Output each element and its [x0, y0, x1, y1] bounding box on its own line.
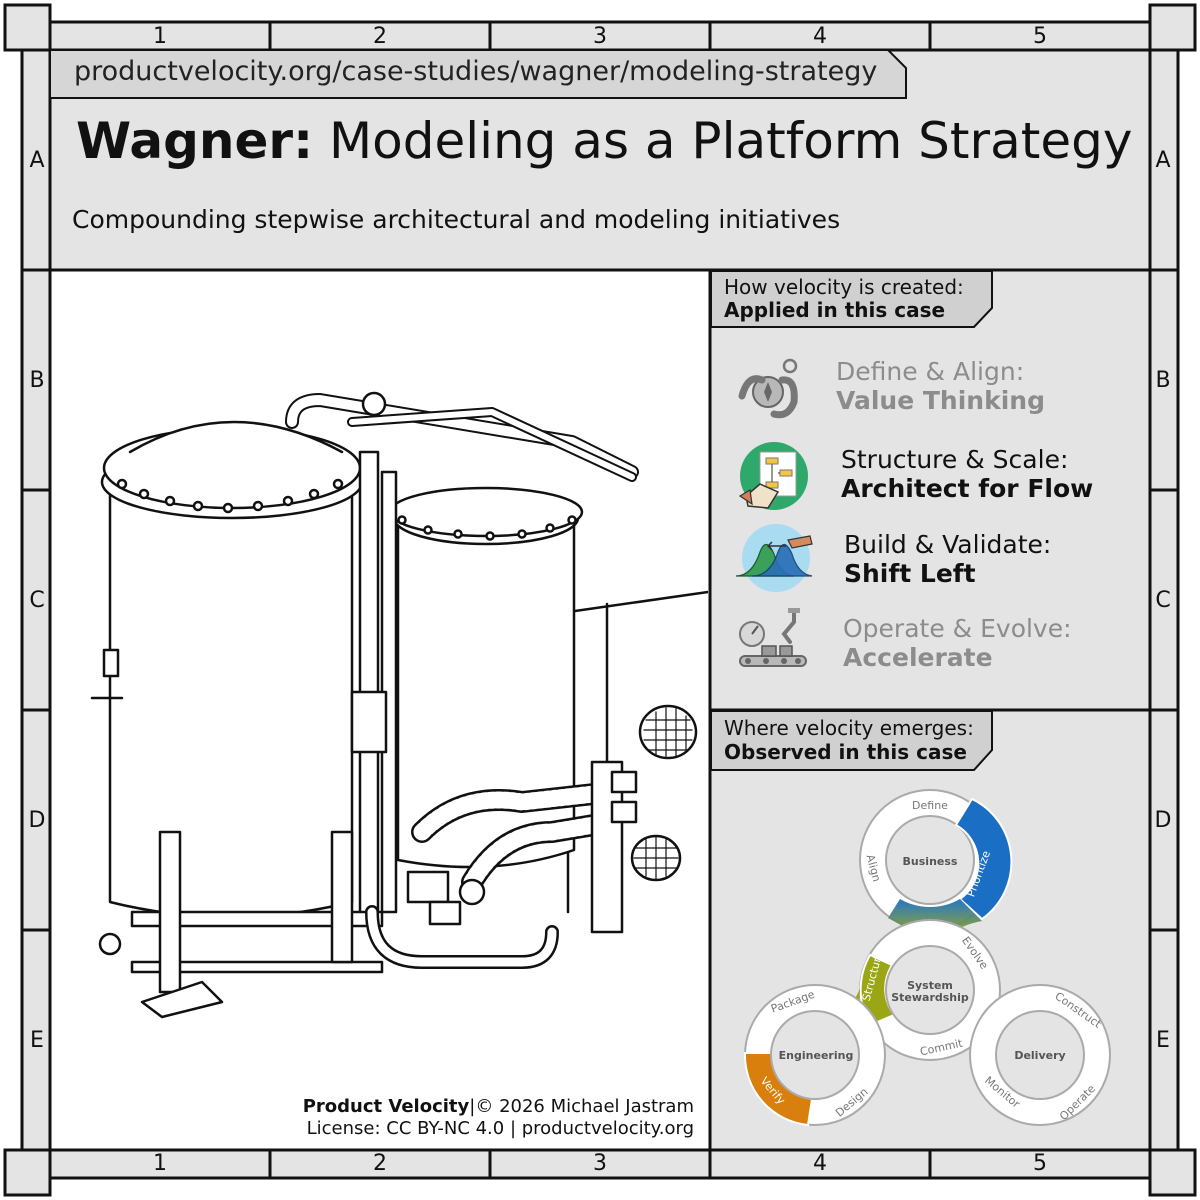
column-label-2-bottom: 2: [373, 1151, 387, 1176]
conveyor-robot-icon: [739, 608, 807, 667]
copyright: © 2026 Michael Jastram: [475, 1096, 694, 1117]
step-structure-scale-name: Architect for Flow: [841, 474, 1094, 503]
url-tab: productvelocity.org/case-studies/wagner/…: [50, 50, 907, 99]
column-label-1-bottom: 1: [153, 1151, 167, 1176]
shift-left-curve-icon: [735, 524, 813, 592]
applied-tab-line2: Applied in this case: [724, 298, 946, 322]
step-operate-evolve: Operate & Evolve: Accelerate: [843, 614, 1072, 672]
column-label-2: 2: [373, 24, 387, 49]
engineering-loop: [743, 984, 886, 1127]
row-label-a: A: [29, 148, 45, 173]
row-label-a-right: A: [1155, 148, 1171, 173]
step-define-align: Define & Align: Value Thinking: [836, 357, 1045, 415]
title-bold: Wagner:: [76, 112, 314, 170]
step-build-validate-name: Shift Left: [844, 559, 976, 588]
row-label-b-right: B: [1155, 368, 1171, 393]
row-label-c-right: C: [1155, 588, 1171, 613]
row-label-d-right: D: [1154, 808, 1172, 833]
step-structure-scale-label: Structure & Scale:: [841, 445, 1069, 474]
architecture-blueprint-icon: [738, 442, 808, 510]
segment-define: Define: [912, 799, 948, 812]
page-title: Wagner: Modeling as a Platform Strategy: [76, 112, 1132, 170]
observed-tab: Where velocity emerges: Observed in this…: [710, 710, 1000, 772]
tank-illustration: [90, 391, 708, 1019]
page-subtitle: Compounding stepwise architectural and m…: [72, 205, 841, 234]
applied-tab-line1: How velocity is created:: [724, 275, 964, 299]
system-loop-title-2: Stewardship: [891, 991, 969, 1004]
step-operate-evolve-label: Operate & Evolve:: [843, 614, 1072, 643]
column-label-3-bottom: 3: [593, 1151, 607, 1176]
velocity-loops-diagram: Business System Stewardship Engineering …: [743, 789, 1111, 1127]
row-label-b: B: [29, 368, 45, 393]
observed-tab-line1: Where velocity emerges:: [724, 716, 974, 740]
business-loop: [859, 789, 1013, 937]
applied-tab: How velocity is created: Applied in this…: [710, 270, 1000, 330]
column-label-1: 1: [153, 24, 167, 49]
business-loop-title: Business: [903, 855, 958, 868]
credit-separator: |: [469, 1096, 476, 1117]
credit-block: Product Velocity|© 2026 Michael Jastram …: [303, 1096, 694, 1140]
observed-tab-line2: Observed in this case: [724, 740, 967, 764]
engineering-loop-title: Engineering: [779, 1049, 854, 1062]
page-url[interactable]: productvelocity.org/case-studies/wagner/…: [74, 56, 878, 87]
row-label-d: D: [28, 808, 46, 833]
row-label-e-right: E: [1156, 1028, 1170, 1053]
brand-name: Product Velocity: [302, 1096, 470, 1117]
step-define-align-label: Define & Align:: [836, 357, 1025, 386]
step-operate-evolve-name: Accelerate: [843, 643, 993, 672]
row-label-e: E: [30, 1028, 44, 1053]
license-line: License: CC BY-NC 4.0 | productvelocity.…: [306, 1118, 694, 1139]
compass-hands-icon: [738, 358, 798, 419]
step-build-validate: Build & Validate: Shift Left: [844, 530, 1051, 588]
step-build-validate-label: Build & Validate:: [844, 530, 1052, 559]
row-label-c: C: [29, 588, 45, 613]
column-label-4-bottom: 4: [813, 1151, 827, 1176]
column-label-5: 5: [1033, 24, 1047, 49]
delivery-loop: [969, 984, 1111, 1126]
column-label-4: 4: [813, 24, 827, 49]
system-loop-title-1: System: [907, 979, 953, 992]
column-label-3: 3: [593, 24, 607, 49]
credit-line-1: Product Velocity|© 2026 Michael Jastram: [303, 1096, 694, 1118]
step-define-align-name: Value Thinking: [836, 386, 1045, 415]
column-label-5-bottom: 5: [1033, 1151, 1047, 1176]
title-rest: Modeling as a Platform Strategy: [328, 112, 1133, 170]
step-structure-scale: Structure & Scale: Architect for Flow: [841, 445, 1093, 503]
delivery-loop-title: Delivery: [1014, 1049, 1065, 1062]
